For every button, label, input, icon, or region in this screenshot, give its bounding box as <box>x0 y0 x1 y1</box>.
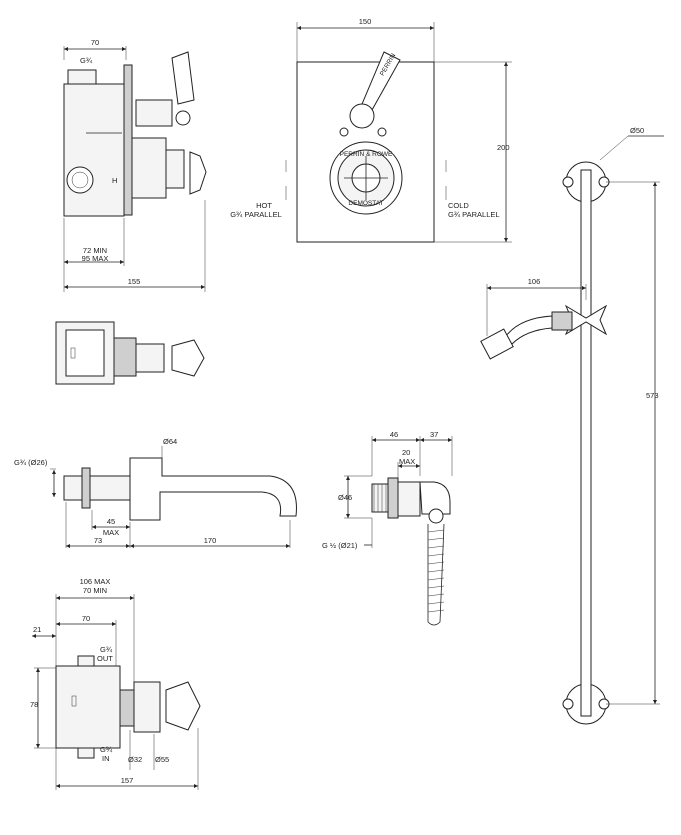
hot-port-label: G¾ PARALLEL <box>230 210 282 219</box>
dim-70min-label: 70 MIN <box>83 586 107 595</box>
dim-70-label-2: 70 <box>82 614 90 623</box>
cold-port-label: G¾ PARALLEL <box>448 210 500 219</box>
rail-slider <box>551 311 573 331</box>
dim-573-label: 573 <box>646 391 659 400</box>
dim-73-label: 73 <box>94 536 102 545</box>
stop-valve-body <box>55 665 121 749</box>
wall-plate <box>123 64 133 216</box>
screw-right <box>377 127 387 137</box>
spout-thread <box>63 475 83 501</box>
cold-label: COLD <box>448 201 469 210</box>
dim-200-label: 200 <box>497 143 510 152</box>
lever-base <box>135 99 173 127</box>
elbow-nut <box>397 481 421 517</box>
out-label: OUT <box>97 654 113 663</box>
dim-106-label: 106 <box>528 277 541 286</box>
spout-body <box>129 457 297 521</box>
dim-max-label: 95 MAX <box>82 254 109 263</box>
dim-46-label: 46 <box>390 430 398 439</box>
spout-dia-label: Ø64 <box>163 437 177 446</box>
spout-port-label: G¾ (Ø26) <box>14 458 48 467</box>
in-port-label: G¾ <box>100 745 113 754</box>
hose-connector <box>428 508 444 524</box>
dim-106max-label: 106 MAX <box>80 577 111 586</box>
dim-150-label: 150 <box>359 17 372 26</box>
top-view-handle <box>171 339 205 377</box>
rail-bar <box>580 169 592 717</box>
dim-45-label: 45 <box>107 517 115 526</box>
elbow-dia-label: Ø46 <box>338 493 352 502</box>
stop-valve-view: 106 MAX 70 MIN 70 21 78 G¾ OUT G¾ IN Ø32… <box>30 577 201 790</box>
elbow-port-label: G ½ (Ø21) <box>322 541 358 550</box>
dia32-label: Ø32 <box>128 755 142 764</box>
dim-155-label: 155 <box>128 277 141 286</box>
valve-top-port <box>67 69 97 85</box>
stop-valve-shroud <box>133 681 161 733</box>
in-label: IN <box>102 754 110 763</box>
stop-valve-handle <box>165 681 201 731</box>
lever-handle <box>171 51 195 105</box>
dial-brand-top: PERRIN & ROWE <box>340 151 393 158</box>
valve-body <box>63 83 125 217</box>
out-port-label: G¾ <box>100 645 113 654</box>
elbow-bend <box>419 481 451 515</box>
dim-min-label: 72 MIN <box>83 246 107 255</box>
control-shroud <box>165 149 185 189</box>
hand-shower-head <box>480 328 514 360</box>
side-view: 70 G¾ H 72 MIN 95 MAX 155 <box>63 38 207 292</box>
lever-hub <box>349 103 375 129</box>
dim-70-label: 70 <box>91 38 99 47</box>
cross-handle <box>189 151 207 195</box>
dial-brand-bottom: DEMOSTAT <box>348 200 383 207</box>
dim-max-label-2: MAX <box>103 528 119 537</box>
lever-knob <box>175 110 191 126</box>
elbow-thread <box>371 483 389 513</box>
port-label-top: G¾ <box>80 56 93 65</box>
rail-dia-label: Ø50 <box>630 126 644 135</box>
dim-78-label: 78 <box>30 700 38 709</box>
front-view: 150 200 PERRIN PERRIN & ROWE DEMOSTAT HO… <box>230 17 512 243</box>
dim-max-label-3: MAX <box>399 457 415 466</box>
h-marker: H <box>112 176 117 185</box>
dim-21-label: 21 <box>33 625 41 634</box>
top-view-collar <box>113 337 137 377</box>
hot-label: HOT <box>256 201 272 210</box>
valve-outlet-circle <box>66 166 94 194</box>
dim-157-label: 157 <box>121 776 134 785</box>
hand-shower-arm <box>505 315 553 345</box>
dim-20-label: 20 <box>402 448 410 457</box>
dia55-label: Ø55 <box>155 755 169 764</box>
screw-left <box>339 127 349 137</box>
spout-flange <box>81 467 91 509</box>
elbow-view: 46 37 20 MAX Ø46 G ½ (Ø21) <box>322 430 453 626</box>
control-body <box>131 137 167 199</box>
dim-37-label: 37 <box>430 430 438 439</box>
hose <box>427 523 445 626</box>
spout-view: G¾ (Ø26) Ø64 45 MAX 73 170 <box>14 437 297 548</box>
dim-170-label: 170 <box>204 536 217 545</box>
shower-rail-view: Ø50 573 106 <box>480 126 664 725</box>
top-view <box>55 321 205 385</box>
